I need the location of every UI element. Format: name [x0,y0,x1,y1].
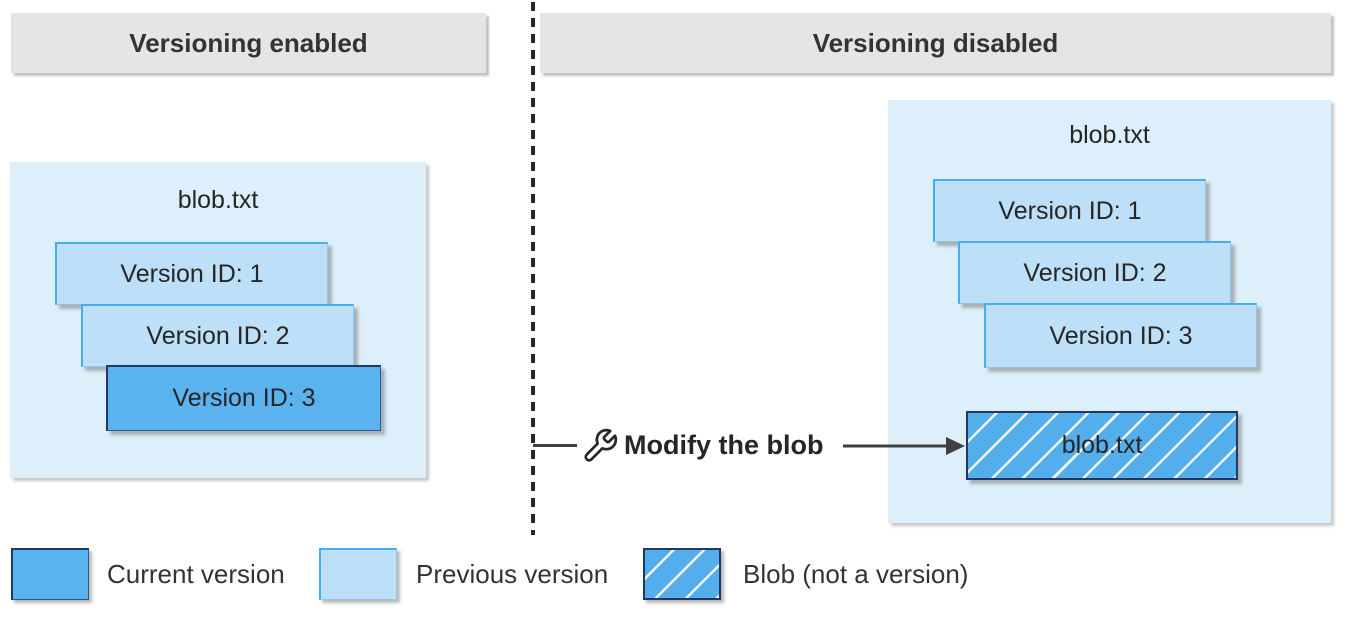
version-box-2-disabled: Version ID: 2 [958,241,1231,304]
blob-not-a-version-box: blob.txt [966,411,1238,480]
divider-dashed-line [531,2,535,535]
arrow-right [843,437,965,455]
version-box-1-enabled: Version ID: 1 [55,242,328,305]
blob-container-title: blob.txt [1069,121,1150,149]
legend-label-previous-version: Previous version [416,559,609,589]
versioning-enabled-header: Versioning enabled [11,13,486,73]
wrench-icon [584,428,618,462]
legend-label-blob-not-a-version: Blob (not a version) [743,559,969,589]
divider-connector-line [533,444,577,447]
version-box-2-enabled: Version ID: 2 [81,304,354,367]
versioning-disabled-header: Versioning disabled [540,13,1331,73]
modify-the-blob-label: Modify the blob [624,430,824,460]
legend-swatch-blob-not-a-version [643,548,721,600]
legend-swatch-current-version [11,548,89,600]
legend-label-current-version: Current version [107,559,285,589]
legend-swatch-previous-version [319,548,397,600]
blob-container-title: blob.txt [177,186,259,214]
version-box-1-disabled: Version ID: 1 [933,179,1206,242]
version-box-3-disabled: Version ID: 3 [984,303,1257,368]
version-box-3-current-enabled: Version ID: 3 [106,365,381,431]
